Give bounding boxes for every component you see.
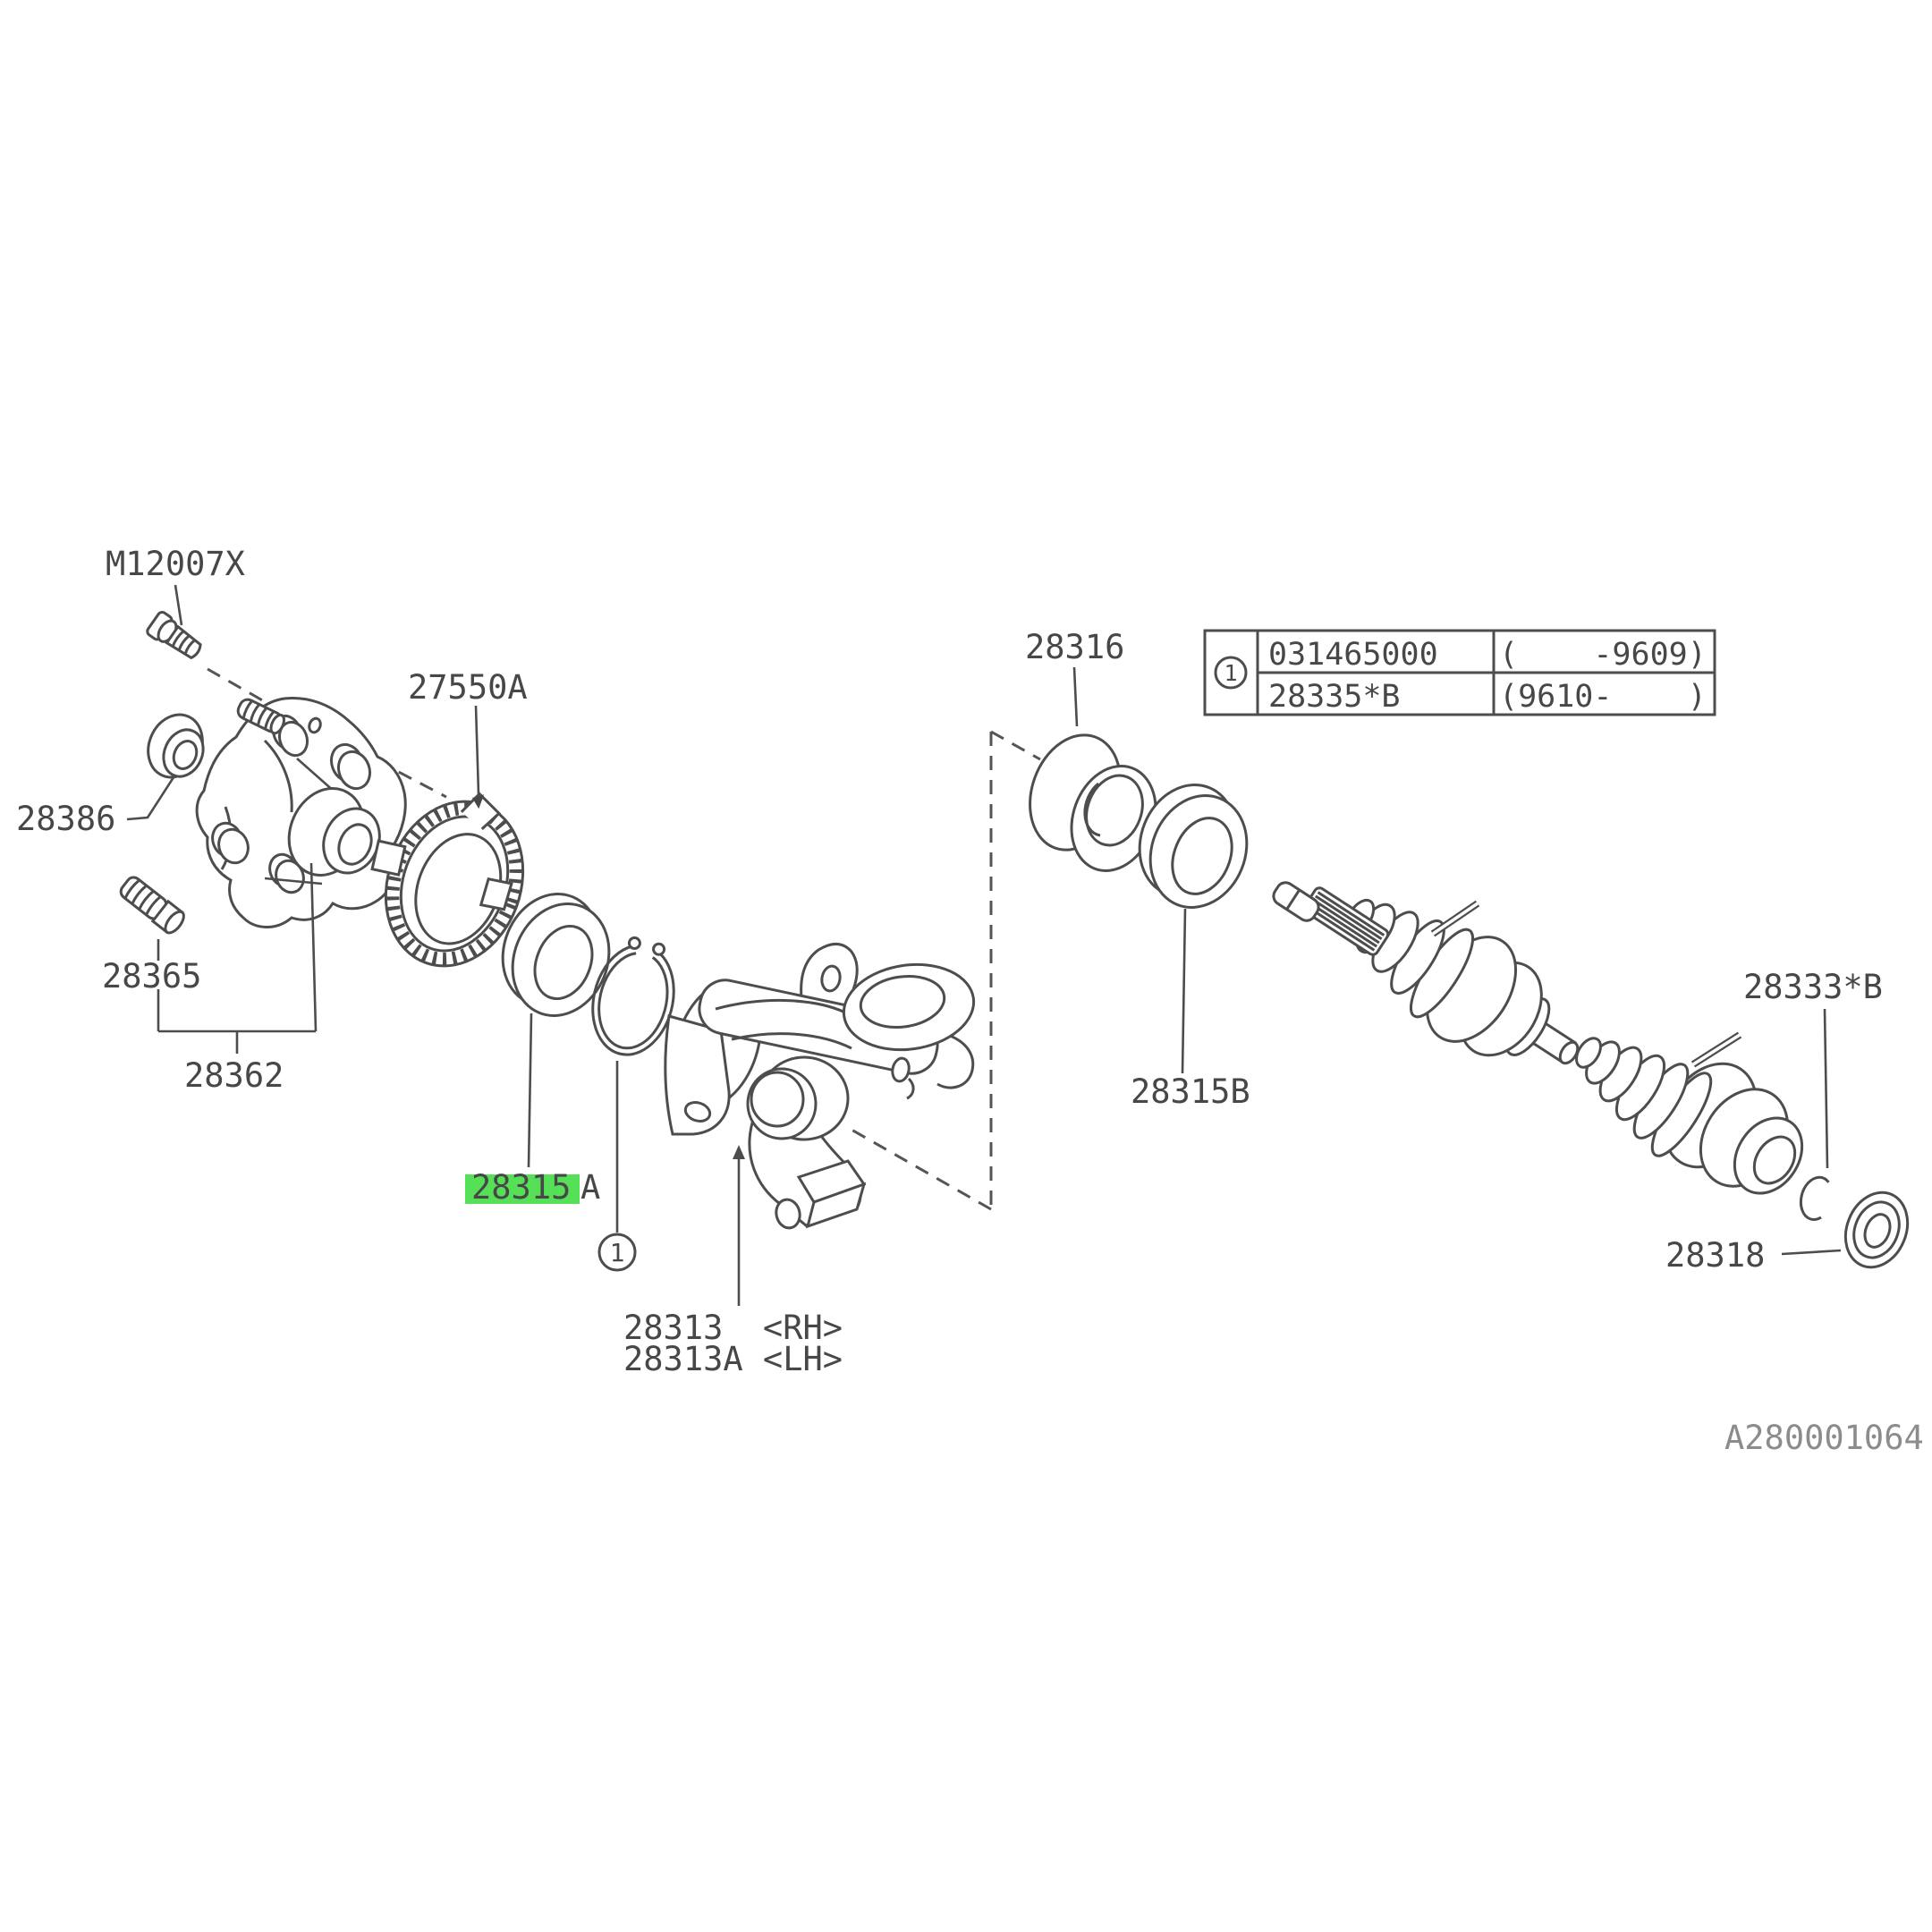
seal-bore xyxy=(533,924,594,1001)
stud-boss xyxy=(275,859,305,894)
seal-bore xyxy=(1863,1213,1892,1249)
knuckle-bore-depth xyxy=(750,1071,805,1128)
bearing-bore xyxy=(1085,774,1144,847)
inner-seal-drawing xyxy=(501,893,611,1017)
bolt-threads xyxy=(171,630,197,655)
spline-grooves xyxy=(1307,891,1385,952)
stud-boss xyxy=(277,720,309,758)
snap-ring-tab xyxy=(627,936,641,950)
knuckle-bore xyxy=(746,1067,818,1140)
bracket-hub xyxy=(158,862,318,1054)
seal-bore xyxy=(1171,817,1233,895)
dashed-line-to-knuckle xyxy=(851,1128,992,1211)
tone-ring-keyway xyxy=(479,877,513,911)
knuckle-drawing xyxy=(664,943,976,1230)
hub-bore xyxy=(337,823,373,866)
leader-lines xyxy=(126,584,1842,1306)
wheel-stud xyxy=(236,698,285,735)
leader-inner-seal xyxy=(527,1013,533,1168)
dashed-line-to-bearing xyxy=(990,730,1041,761)
highlight-marker xyxy=(465,1174,580,1204)
table-date-range: (9610- ) xyxy=(1499,679,1707,715)
label-tone-ring: 27550A xyxy=(408,668,528,707)
knuckle-ring-collar xyxy=(936,1034,975,1089)
knuckle-left-flange xyxy=(664,1014,731,1136)
snap-ring-outer xyxy=(591,944,675,1056)
applicability-table: 1 031465000 ( -9609) 28335*B (9610- ) xyxy=(1203,629,1716,716)
leader-axle-seal xyxy=(1781,1249,1842,1256)
shaft-tip xyxy=(1272,881,1320,922)
hub-bolt-drawing xyxy=(146,610,202,660)
label-axle-seal: 28318 xyxy=(1665,1236,1765,1275)
boot-nub xyxy=(1575,1037,1602,1069)
table-date-range: ( -9609) xyxy=(1499,637,1707,673)
tone-ring-drawing xyxy=(370,792,525,968)
hub-stud-drawing xyxy=(119,876,185,935)
knuckle-arm-eye xyxy=(775,1198,801,1230)
knuckle-ring-bore xyxy=(859,975,946,1029)
stud-boss xyxy=(336,750,372,791)
leader-outer-seal xyxy=(1181,908,1187,1074)
bearing-bore-depth xyxy=(1083,782,1101,837)
knuckle-flange-hole xyxy=(683,1101,712,1123)
cup-bore xyxy=(1752,1135,1797,1185)
document-number: A280001064 xyxy=(1724,1419,1924,1457)
leader-knuckle-arrowhead xyxy=(733,1145,745,1159)
bearing-drawing xyxy=(1029,733,1157,872)
cap-face xyxy=(172,740,199,770)
leader-hub-bolt xyxy=(174,584,183,626)
callout-1-circle xyxy=(597,1233,637,1272)
label-hub-bolt: M12007X xyxy=(106,545,245,583)
knuckle-boss-hook xyxy=(906,1077,915,1100)
label-axle-snap-ring: 28333*B xyxy=(1743,968,1883,1006)
tone-ring-marker xyxy=(472,794,485,809)
tone-ring-top-tab xyxy=(460,792,502,830)
leader-bearing xyxy=(1072,666,1079,727)
label-inner-seal-highlighted: 28315 xyxy=(471,1168,571,1207)
outer-seal-drawing xyxy=(1138,784,1249,909)
knuckle-beam-detail xyxy=(715,999,852,1050)
table-part-no: 28335*B xyxy=(1268,679,1401,715)
hub-drawing xyxy=(195,696,407,928)
label-knuckle-rh: 28313 <RH> xyxy=(623,1309,843,1347)
stud-boss xyxy=(217,827,250,865)
dashed-line-hub-to-tone-ring xyxy=(355,748,447,799)
label-bearing: 28316 xyxy=(1025,628,1124,666)
snap-ring-inner xyxy=(597,952,669,1050)
knuckle-ear-eye xyxy=(820,964,842,993)
axle-seal-drawing xyxy=(1843,1191,1910,1269)
table-callout-circle xyxy=(1214,656,1248,690)
label-cap: 28386 xyxy=(16,800,115,838)
part-labels: M12007X 27550A 28386 28365 28362 28315 A… xyxy=(16,545,1924,1457)
center-shaft-end xyxy=(1558,1040,1580,1065)
knuckle-arm-block-front xyxy=(805,1182,867,1229)
cap-drawing xyxy=(147,713,205,779)
label-knuckle-lh: 28313A <LH> xyxy=(623,1340,843,1378)
table-part-no: 031465000 xyxy=(1268,637,1438,673)
snap-ring-drawing xyxy=(591,936,675,1056)
label-hub-stud: 28365 xyxy=(102,957,201,996)
label-outer-seal: 28315B xyxy=(1131,1072,1250,1111)
label-inner-seal-suffix: A xyxy=(580,1168,600,1207)
leader-tone-ring xyxy=(474,705,480,795)
label-hub: 28362 xyxy=(184,1056,284,1095)
callout-1-number: 1 xyxy=(610,1238,625,1267)
snap-ring-tab xyxy=(652,942,666,956)
table-callout-number: 1 xyxy=(1224,660,1237,686)
axle-shaft-drawing xyxy=(1272,881,1804,1195)
tone-ring-left-tab xyxy=(370,839,407,877)
knuckle-boss-hole xyxy=(891,1056,911,1083)
hub-flange-hole xyxy=(308,716,322,734)
knuckle-beam xyxy=(698,979,939,1075)
leader-axle-snap-ring xyxy=(1823,1008,1829,1169)
leader-cap xyxy=(126,774,177,821)
table-grid xyxy=(1256,631,1715,715)
axle-snap-ring-drawing xyxy=(1799,1175,1830,1221)
